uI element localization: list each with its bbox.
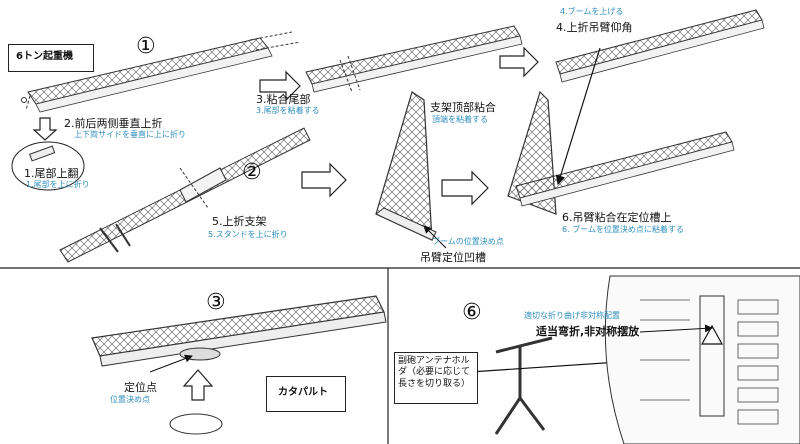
ship-deck-drawing xyxy=(604,275,800,444)
boom-tail-glued-drawing xyxy=(305,25,523,93)
antenna-holder-drawing xyxy=(494,336,553,435)
label-pos-point-jp: 位置決め点 xyxy=(110,395,150,404)
label-boom-pos-jp: ブームの位置決め点 xyxy=(432,237,504,246)
boom-flat-drawing xyxy=(21,31,301,113)
label-raise-boom-jp: 4.ブームを上げる xyxy=(560,7,624,16)
holder-box xyxy=(394,352,478,404)
label-tail-flip: 1.尾部上翻 xyxy=(24,167,79,180)
label-stand-fold: 5.上折支架 xyxy=(212,215,267,228)
right-arrow-2 xyxy=(499,46,539,78)
holder-label: 副砲アンテナホルダ（必要に応じて長さを切り取る） xyxy=(398,356,471,389)
right-arrow-4 xyxy=(441,170,489,206)
label-glue-tail: 3.粘合尾部 xyxy=(256,93,311,106)
label-boom-groove: 吊臂定位凹槽 xyxy=(420,251,486,264)
pointer-boom-groove xyxy=(423,225,447,249)
label-front-back-fold: 2.前后两侧垂直上折 xyxy=(64,117,163,130)
pointer-fold xyxy=(639,324,713,333)
crane-assembled-drawing xyxy=(507,90,735,215)
positioning-disc xyxy=(169,413,223,435)
label-front-back-fold-jp: 上下両サイドを垂直に上に折り xyxy=(74,130,186,139)
label-top-glue-jp: 頂端を粘着する xyxy=(432,115,488,124)
pointer-raise-to-assembly xyxy=(555,47,601,186)
label-fold-jp: 適切な折り曲げ非対称配置 xyxy=(524,311,620,320)
label-pos-point: 定位点 xyxy=(124,381,157,394)
step-number-3: ③ xyxy=(206,290,226,315)
boom-raised-drawing xyxy=(555,9,765,83)
up-arrow-catapult xyxy=(182,369,214,401)
catapult-drawing xyxy=(91,295,387,367)
label-glue-position: 6.吊臂粘合在定位槽上 xyxy=(562,211,672,224)
right-arrow-3 xyxy=(301,162,347,198)
step-number-2: ② xyxy=(242,160,262,185)
stand-tower-drawing xyxy=(375,91,437,241)
label-tail-flip-jp: 1.尾部を上に折り xyxy=(26,180,90,189)
title-box xyxy=(8,44,94,72)
step-number-1: ① xyxy=(136,34,156,59)
label-stand-fold-jp: 5.スタンドを上に折り xyxy=(208,230,288,239)
stand-flat-drawing xyxy=(59,127,311,263)
down-arrow-1 xyxy=(32,117,58,141)
label-glue-tail-jp: 3.尾部を粘着する xyxy=(256,106,320,115)
pointer-pos-point xyxy=(149,354,193,373)
label-glue-position-jp: 6. ブームを位置決め点に粘着する xyxy=(562,225,684,234)
catapult-label: カタパルト xyxy=(278,387,328,398)
crane-title: 6トン起重機 xyxy=(16,51,73,62)
catapult-box xyxy=(266,376,346,412)
label-fold: 适当弯折,非对称摆放 xyxy=(536,325,640,338)
right-arrow-1 xyxy=(259,70,301,102)
step-number-6: ⑥ xyxy=(462,300,482,325)
label-top-glue: 支架顶部粘合 xyxy=(430,101,496,114)
label-raise-boom: 4.上折吊臂仰角 xyxy=(556,21,633,34)
